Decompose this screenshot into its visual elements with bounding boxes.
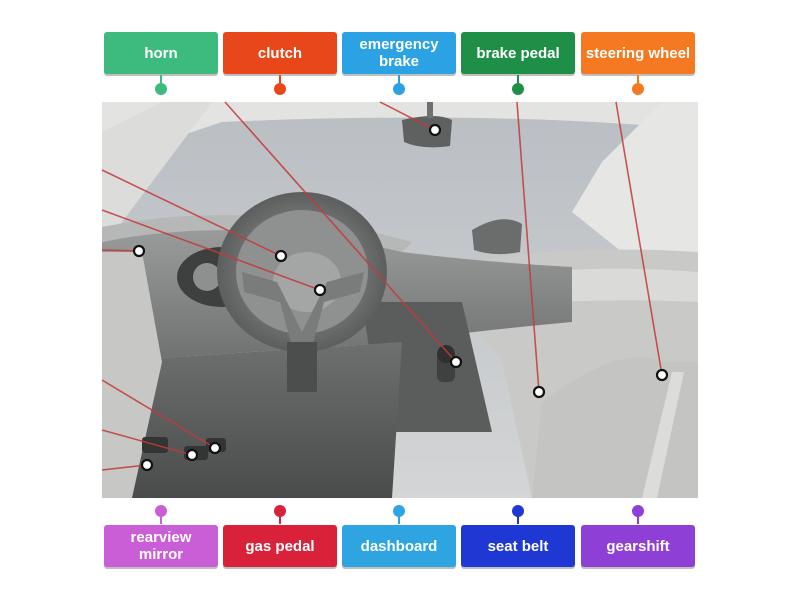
label-stem [398,75,400,85]
label-stem [279,514,281,524]
label-knob[interactable] [393,83,405,95]
label-tile-steering-wheel[interactable]: steering wheel [581,32,695,74]
label-knob[interactable] [632,505,644,517]
label-text: brake pedal [476,44,560,62]
label-tile-clutch[interactable]: clutch [223,32,337,74]
label-tile-rearview-mirror[interactable]: rearview mirror [104,525,218,567]
label-knob[interactable] [155,83,167,95]
label-stem [517,514,519,524]
label-knob[interactable] [393,505,405,517]
label-tile-dashboard[interactable]: dashboard [342,525,456,567]
label-stem [398,514,400,524]
label-knob[interactable] [512,505,524,517]
label-stem [517,75,519,85]
label-knob[interactable] [512,83,524,95]
label-knob[interactable] [274,505,286,517]
label-stem [160,75,162,85]
label-text: steering wheel [585,44,691,62]
label-text: seat belt [487,537,549,555]
label-tile-gearshift[interactable]: gearshift [581,525,695,567]
label-stem [160,514,162,524]
label-knob[interactable] [274,83,286,95]
label-text: dashboard [360,537,438,555]
label-tile-horn[interactable]: horn [104,32,218,74]
label-text: gas pedal [245,537,315,555]
label-stem [279,75,281,85]
label-text: clutch [257,44,303,62]
label-tile-brake-pedal[interactable]: brake pedal [461,32,575,74]
label-knob[interactable] [632,83,644,95]
label-tile-emergency-brake[interactable]: emergency brake [342,32,456,74]
label-stem [637,514,639,524]
label-tile-gas-pedal[interactable]: gas pedal [223,525,337,567]
label-text: rearview mirror [130,529,192,563]
label-text: gearshift [606,537,670,555]
label-knob[interactable] [155,505,167,517]
label-text: horn [144,44,178,62]
label-tile-seat-belt[interactable]: seat belt [461,525,575,567]
label-text: emergency brake [359,36,439,70]
car-interior-photo [102,102,698,498]
label-stem [637,75,639,85]
